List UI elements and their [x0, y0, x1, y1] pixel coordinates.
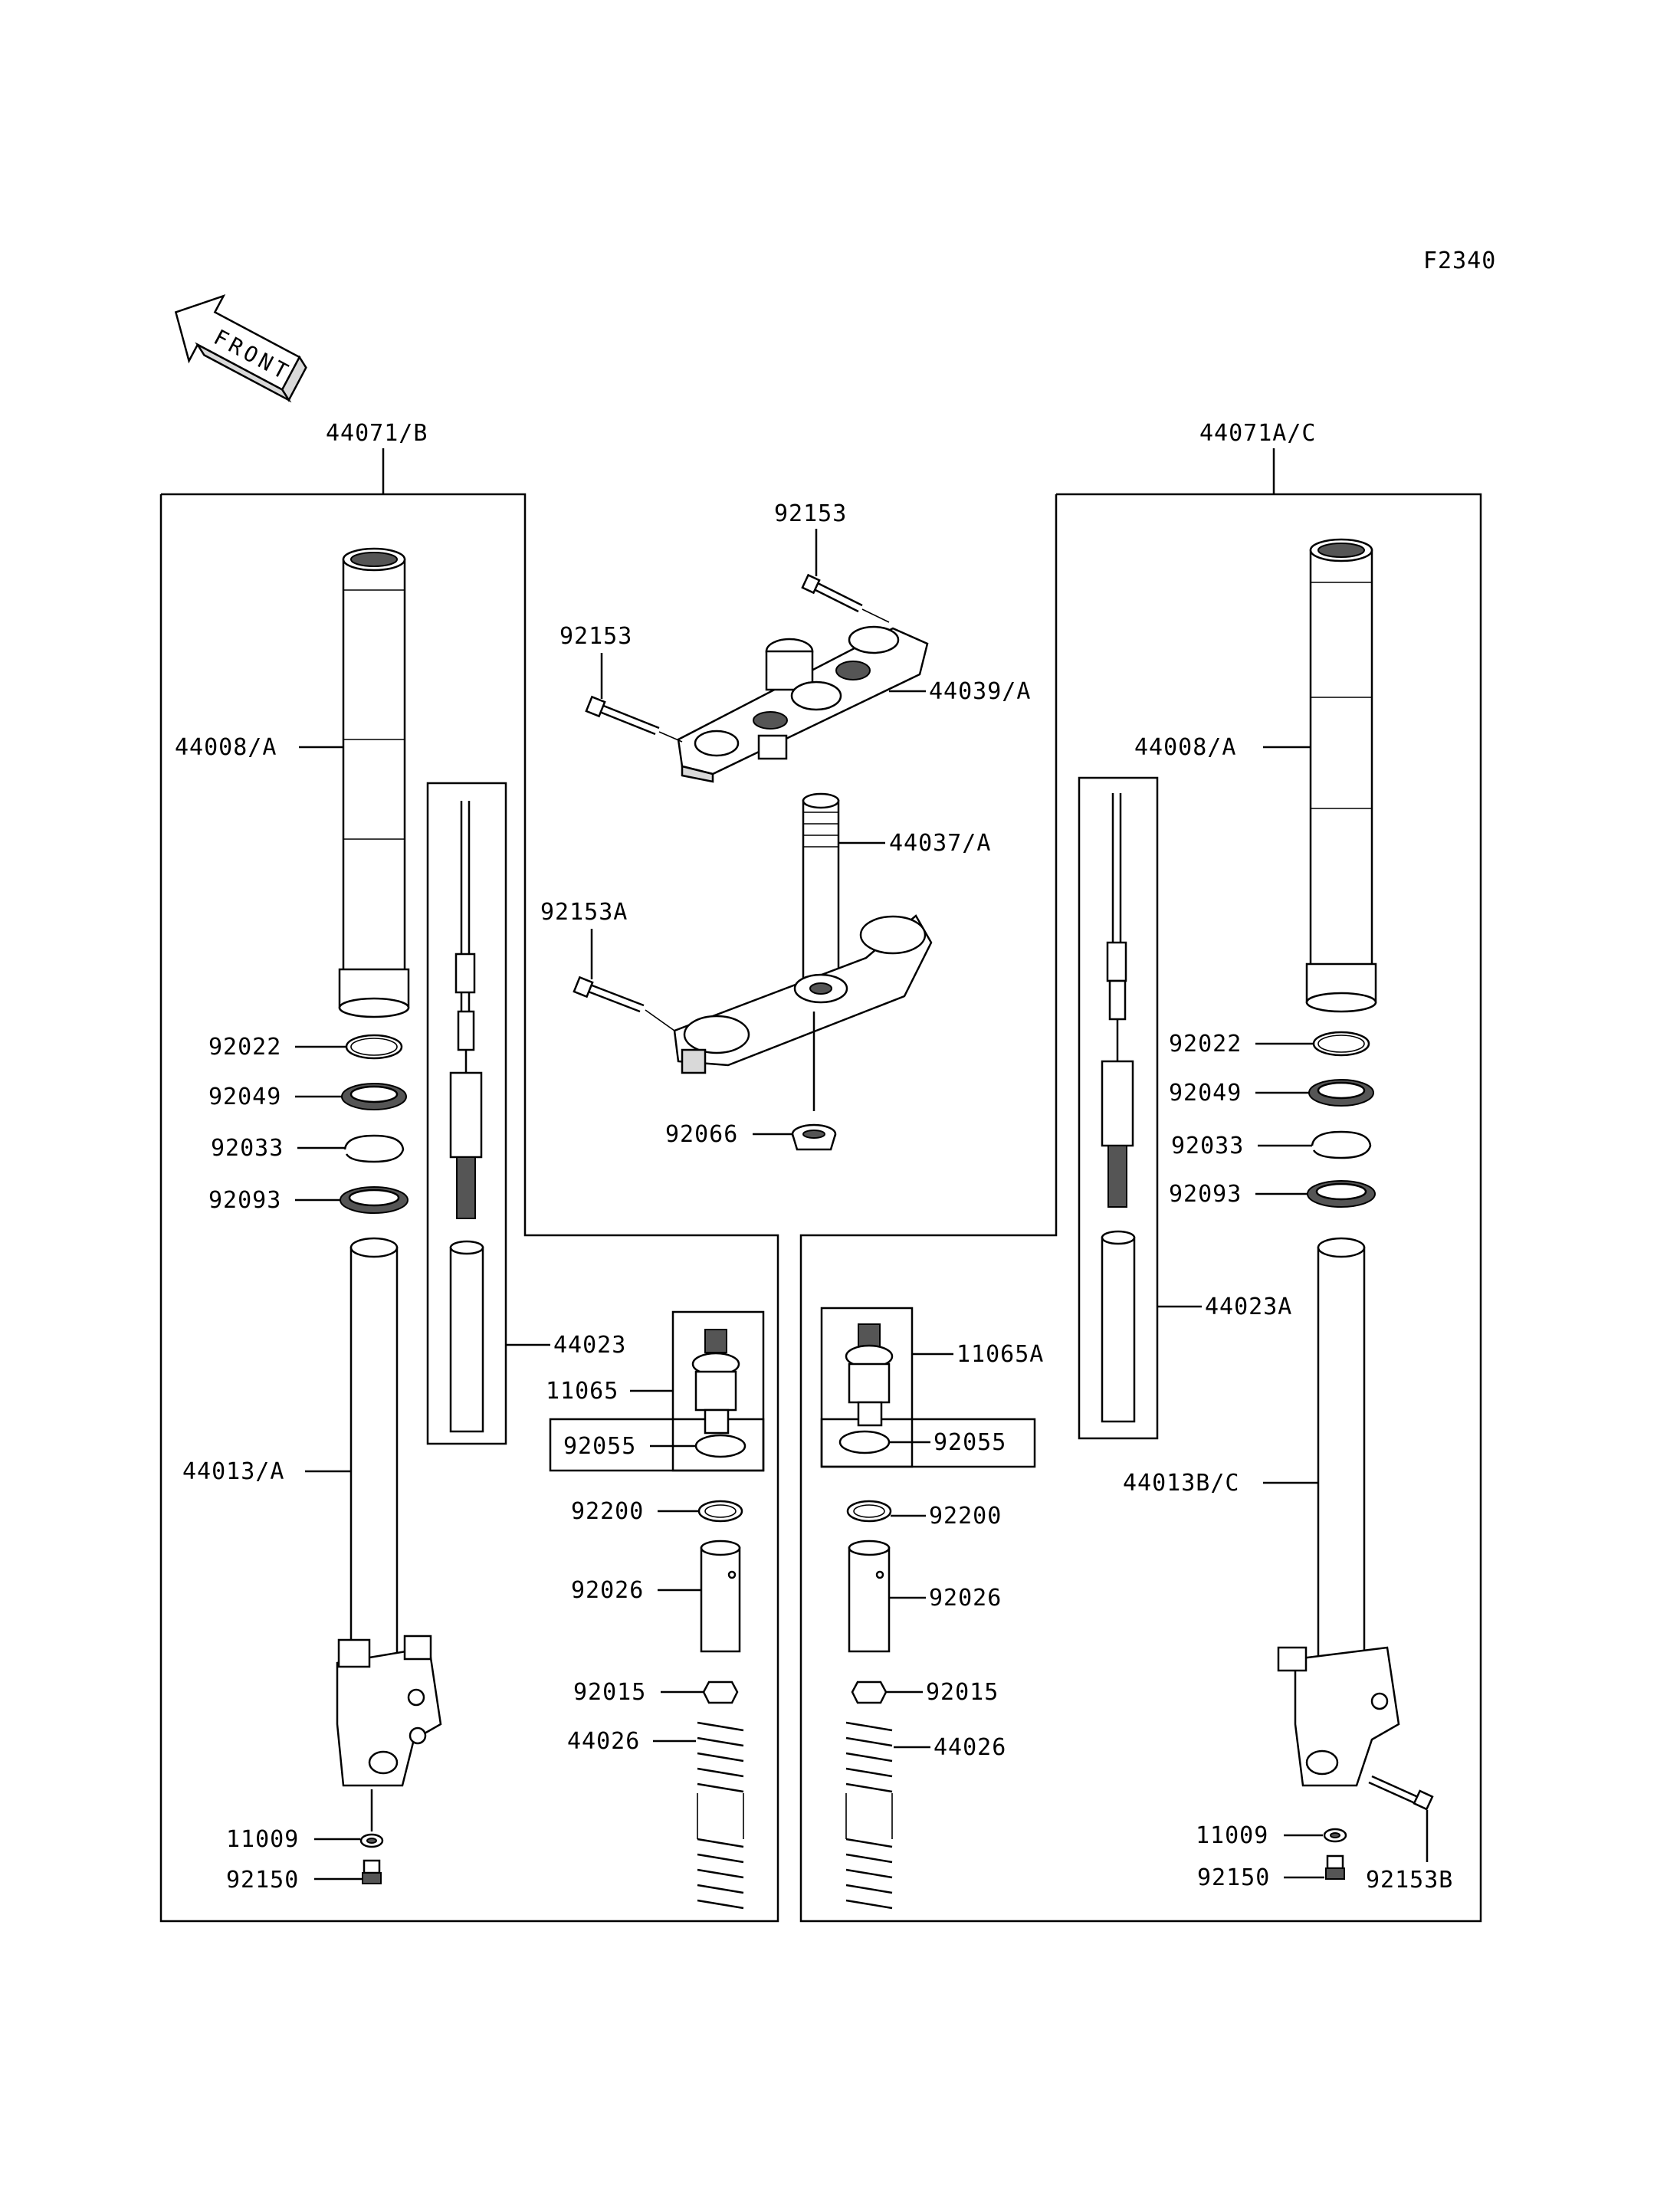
label-L-92033: 92033: [211, 1135, 284, 1162]
right-outer-tube: [1305, 538, 1377, 1013]
right-oring-box: [820, 1418, 1036, 1468]
label-L-92055: 92055: [563, 1433, 636, 1460]
left-spring-44026: [697, 1721, 744, 1910]
label-R-11009: 11009: [1196, 1822, 1268, 1849]
right-ring-92200: [846, 1500, 892, 1523]
label-L-92022: 92022: [208, 1034, 281, 1061]
label-R-92093: 92093: [1169, 1181, 1242, 1208]
label-L-44026: 44026: [567, 1728, 640, 1755]
left-oring-92055: [694, 1434, 746, 1458]
label-R-92055: 92055: [934, 1429, 1006, 1456]
left-assembly-frame: [159, 493, 779, 1923]
label-L-92015: 92015: [573, 1679, 646, 1706]
label-R-92153B: 92153B: [1366, 1867, 1453, 1894]
label-92066: 92066: [665, 1121, 738, 1148]
right-washer-11009: [1323, 1828, 1347, 1843]
left-washer-11009: [359, 1833, 384, 1848]
lower-triple-clamp: [673, 914, 933, 1074]
right-spring-44026: [845, 1721, 893, 1910]
left-cartridge-box: [426, 782, 507, 1445]
left-oring-box: [549, 1418, 765, 1472]
label-R-92015: 92015: [926, 1679, 999, 1706]
label-R-92049: 92049: [1169, 1080, 1242, 1107]
right-ring-92022: [1312, 1031, 1370, 1057]
label-L-92026: 92026: [571, 1577, 644, 1604]
assembly-right-label: 44071A/C: [1199, 420, 1317, 447]
right-assembly-frame: [799, 493, 1482, 1923]
right-seal-92049: [1308, 1079, 1374, 1107]
label-L-92093: 92093: [208, 1187, 281, 1214]
label-L-92049: 92049: [208, 1084, 281, 1110]
seal-92066: [791, 1123, 837, 1151]
left-spacer-92026: [700, 1540, 741, 1653]
left-ring-92200: [697, 1500, 743, 1523]
label-R-44026: 44026: [934, 1734, 1006, 1761]
left-inner-tube: [336, 1237, 442, 1787]
label-L-11065: 11065: [546, 1378, 619, 1405]
figure-code: F2340: [1423, 248, 1496, 274]
left-outer-tube: [338, 547, 410, 1018]
right-bolt-92150: [1325, 1854, 1345, 1880]
steering-stem: [802, 792, 840, 986]
upper-triple-clamp: [677, 625, 929, 783]
label-92153A: 92153A: [540, 899, 628, 926]
right-oring-92055: [838, 1430, 891, 1454]
right-cartridge-box: [1078, 776, 1159, 1440]
label-92153-mid: 92153: [559, 623, 632, 650]
label-R-92200: 92200: [929, 1503, 1002, 1530]
label-R-92026: 92026: [929, 1585, 1002, 1612]
bolt-92153-top: [801, 573, 863, 613]
label-L-92200: 92200: [571, 1498, 644, 1525]
label-92153-top: 92153: [774, 500, 847, 527]
right-clip-92033: [1311, 1130, 1372, 1159]
left-dustseal-92093: [340, 1186, 409, 1214]
left-bolt-92150: [362, 1859, 382, 1884]
label-L-11009: 11009: [226, 1826, 299, 1853]
label-44039: 44039/A: [929, 678, 1031, 705]
label-44037: 44037/A: [889, 830, 991, 857]
assembly-left-label: 44071/B: [326, 420, 428, 447]
right-damper-rod: [1101, 793, 1134, 1208]
bolt-92153A: [573, 976, 645, 1013]
label-R-92033: 92033: [1171, 1133, 1244, 1159]
bolt-92153-mid: [585, 695, 660, 736]
right-nut-92015: [851, 1681, 888, 1704]
left-valve-11065: [691, 1329, 740, 1435]
right-bolt-92153B: [1368, 1775, 1434, 1811]
left-damper-rod: [449, 801, 483, 1219]
right-spacer-92026: [848, 1540, 891, 1653]
right-inner-tube: [1277, 1237, 1400, 1787]
label-L-44023: 44023: [553, 1332, 626, 1359]
label-L-44013: 44013/A: [182, 1458, 284, 1485]
label-R-44023A: 44023A: [1205, 1294, 1292, 1320]
label-R-44013: 44013B/C: [1123, 1470, 1240, 1497]
right-valve-11065A: [845, 1323, 894, 1427]
left-clip-92033: [343, 1134, 405, 1163]
right-dustseal-92093: [1307, 1180, 1376, 1208]
left-seal-92049: [341, 1083, 407, 1110]
left-cartridge-tube: [449, 1240, 484, 1433]
label-R-92022: 92022: [1169, 1031, 1242, 1058]
label-R-44008: 44008/A: [1134, 734, 1236, 761]
left-ring-92022: [345, 1034, 403, 1060]
label-R-92150: 92150: [1197, 1864, 1270, 1891]
label-L-44008: 44008/A: [175, 734, 277, 761]
front-arrow-icon: FRONT: [174, 293, 307, 403]
right-cartridge-tube: [1101, 1230, 1136, 1423]
label-R-11065A: 11065A: [956, 1341, 1044, 1368]
left-nut-92015: [702, 1681, 739, 1704]
label-L-92150: 92150: [226, 1867, 299, 1894]
